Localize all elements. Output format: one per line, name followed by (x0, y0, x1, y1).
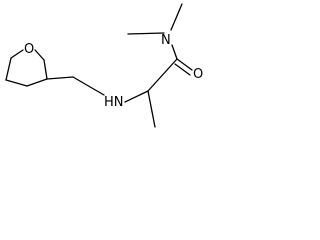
bond-c-n (171, 44, 178, 60)
atom-label-ring-oxygen: O (24, 42, 34, 57)
bond-ring-1 (5, 79, 28, 87)
atom-label-amide-nitrogen: N (161, 33, 171, 48)
bond-n-methyl-left (127, 32, 165, 35)
atom-label-amine-nh: HN (104, 95, 124, 110)
bond-ch2-1 (46, 76, 74, 80)
structure-canvas: O N O HN (0, 0, 233, 145)
bond-co-2 (174, 63, 191, 76)
bond-ring-o1 (34, 49, 45, 61)
bond-ring-3 (43, 59, 48, 80)
molecule-drawing: O N O HN (5, 3, 203, 128)
bond-n-methyl-up (170, 3, 183, 31)
bond-co-1 (176, 58, 193, 71)
bond-nh-calpha (124, 90, 149, 103)
bond-ch2-2 (72, 76, 105, 96)
thf-ring (5, 49, 48, 87)
bond-ring-o2 (10, 49, 24, 59)
bond-ring-2 (26, 78, 48, 87)
atom-label-carbonyl-oxygen: O (193, 67, 203, 82)
bond-alpha-carbonyl (147, 58, 178, 92)
bond-alpha-methyl (147, 90, 156, 128)
bond-ring-4 (5, 57, 12, 81)
